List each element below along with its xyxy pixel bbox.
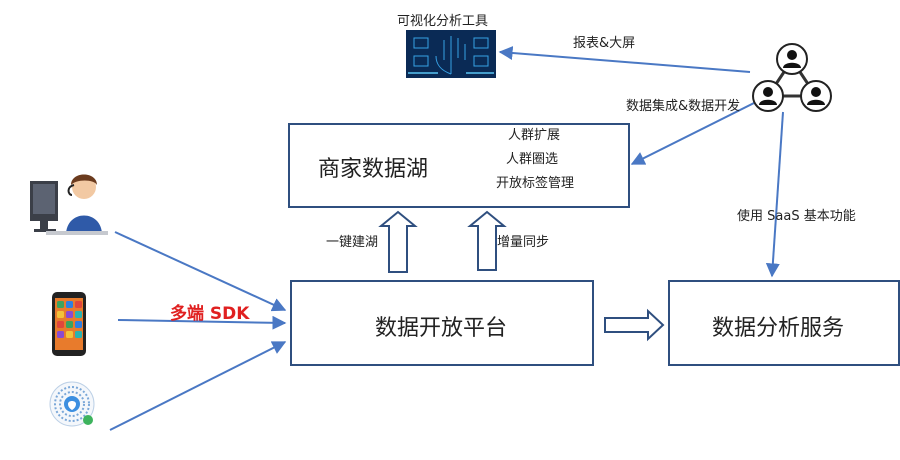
hollow-arrow-to-analysis [604,308,665,342]
analysis-service-title: 数据分析服务 [712,316,845,341]
label-build-lake: 一键建湖 [326,235,379,250]
arrow-desktop-to-platform [114,231,287,312]
arrow-mobile-to-platform [117,315,287,330]
arrow-miniprogram-to-platform [109,341,287,431]
desktop-user-icon [30,174,108,235]
mini-program-code-icon [49,381,95,427]
data-platform-title: 数据开放平台 [375,316,508,341]
data-lake-box [288,123,630,208]
lake-feature-crowd-selection: 人群圈选 [506,152,559,167]
label-reports-dashboard: 报表&大屏 [573,36,636,51]
data-hand-icon [406,30,496,78]
lake-feature-tag-management: 开放标签管理 [496,176,575,191]
analysis-service-box [668,280,900,366]
label-multi-sdk: 多端 SDK [170,304,250,324]
hollow-arrow-build-lake [378,210,418,273]
desktop-user-image [26,165,112,241]
label-data-integration: 数据集成&数据开发 [626,99,741,114]
mini-program-code-image [48,380,96,428]
arrow-to-analysis-service [765,111,784,278]
label-incremental-sync: 增量同步 [497,235,550,250]
team-network-icon [752,43,832,112]
label-saas: 使用 SaaS 基本功能 [737,209,856,224]
mobile-phone-icon [52,292,86,356]
data-lake-title: 商家数据湖 [318,157,429,182]
arrow-to-data-lake [630,95,769,165]
mobile-phone-image [44,290,94,358]
viz-tool-image [406,30,496,78]
arrow-to-viz-tool [498,46,751,73]
lake-feature-crowd-expansion: 人群扩展 [508,128,561,143]
hollow-arrow-incremental-sync [467,210,507,271]
team-network-image [752,42,832,114]
data-platform-box [290,280,594,366]
label-viz-tool: 可视化分析工具 [397,14,489,29]
